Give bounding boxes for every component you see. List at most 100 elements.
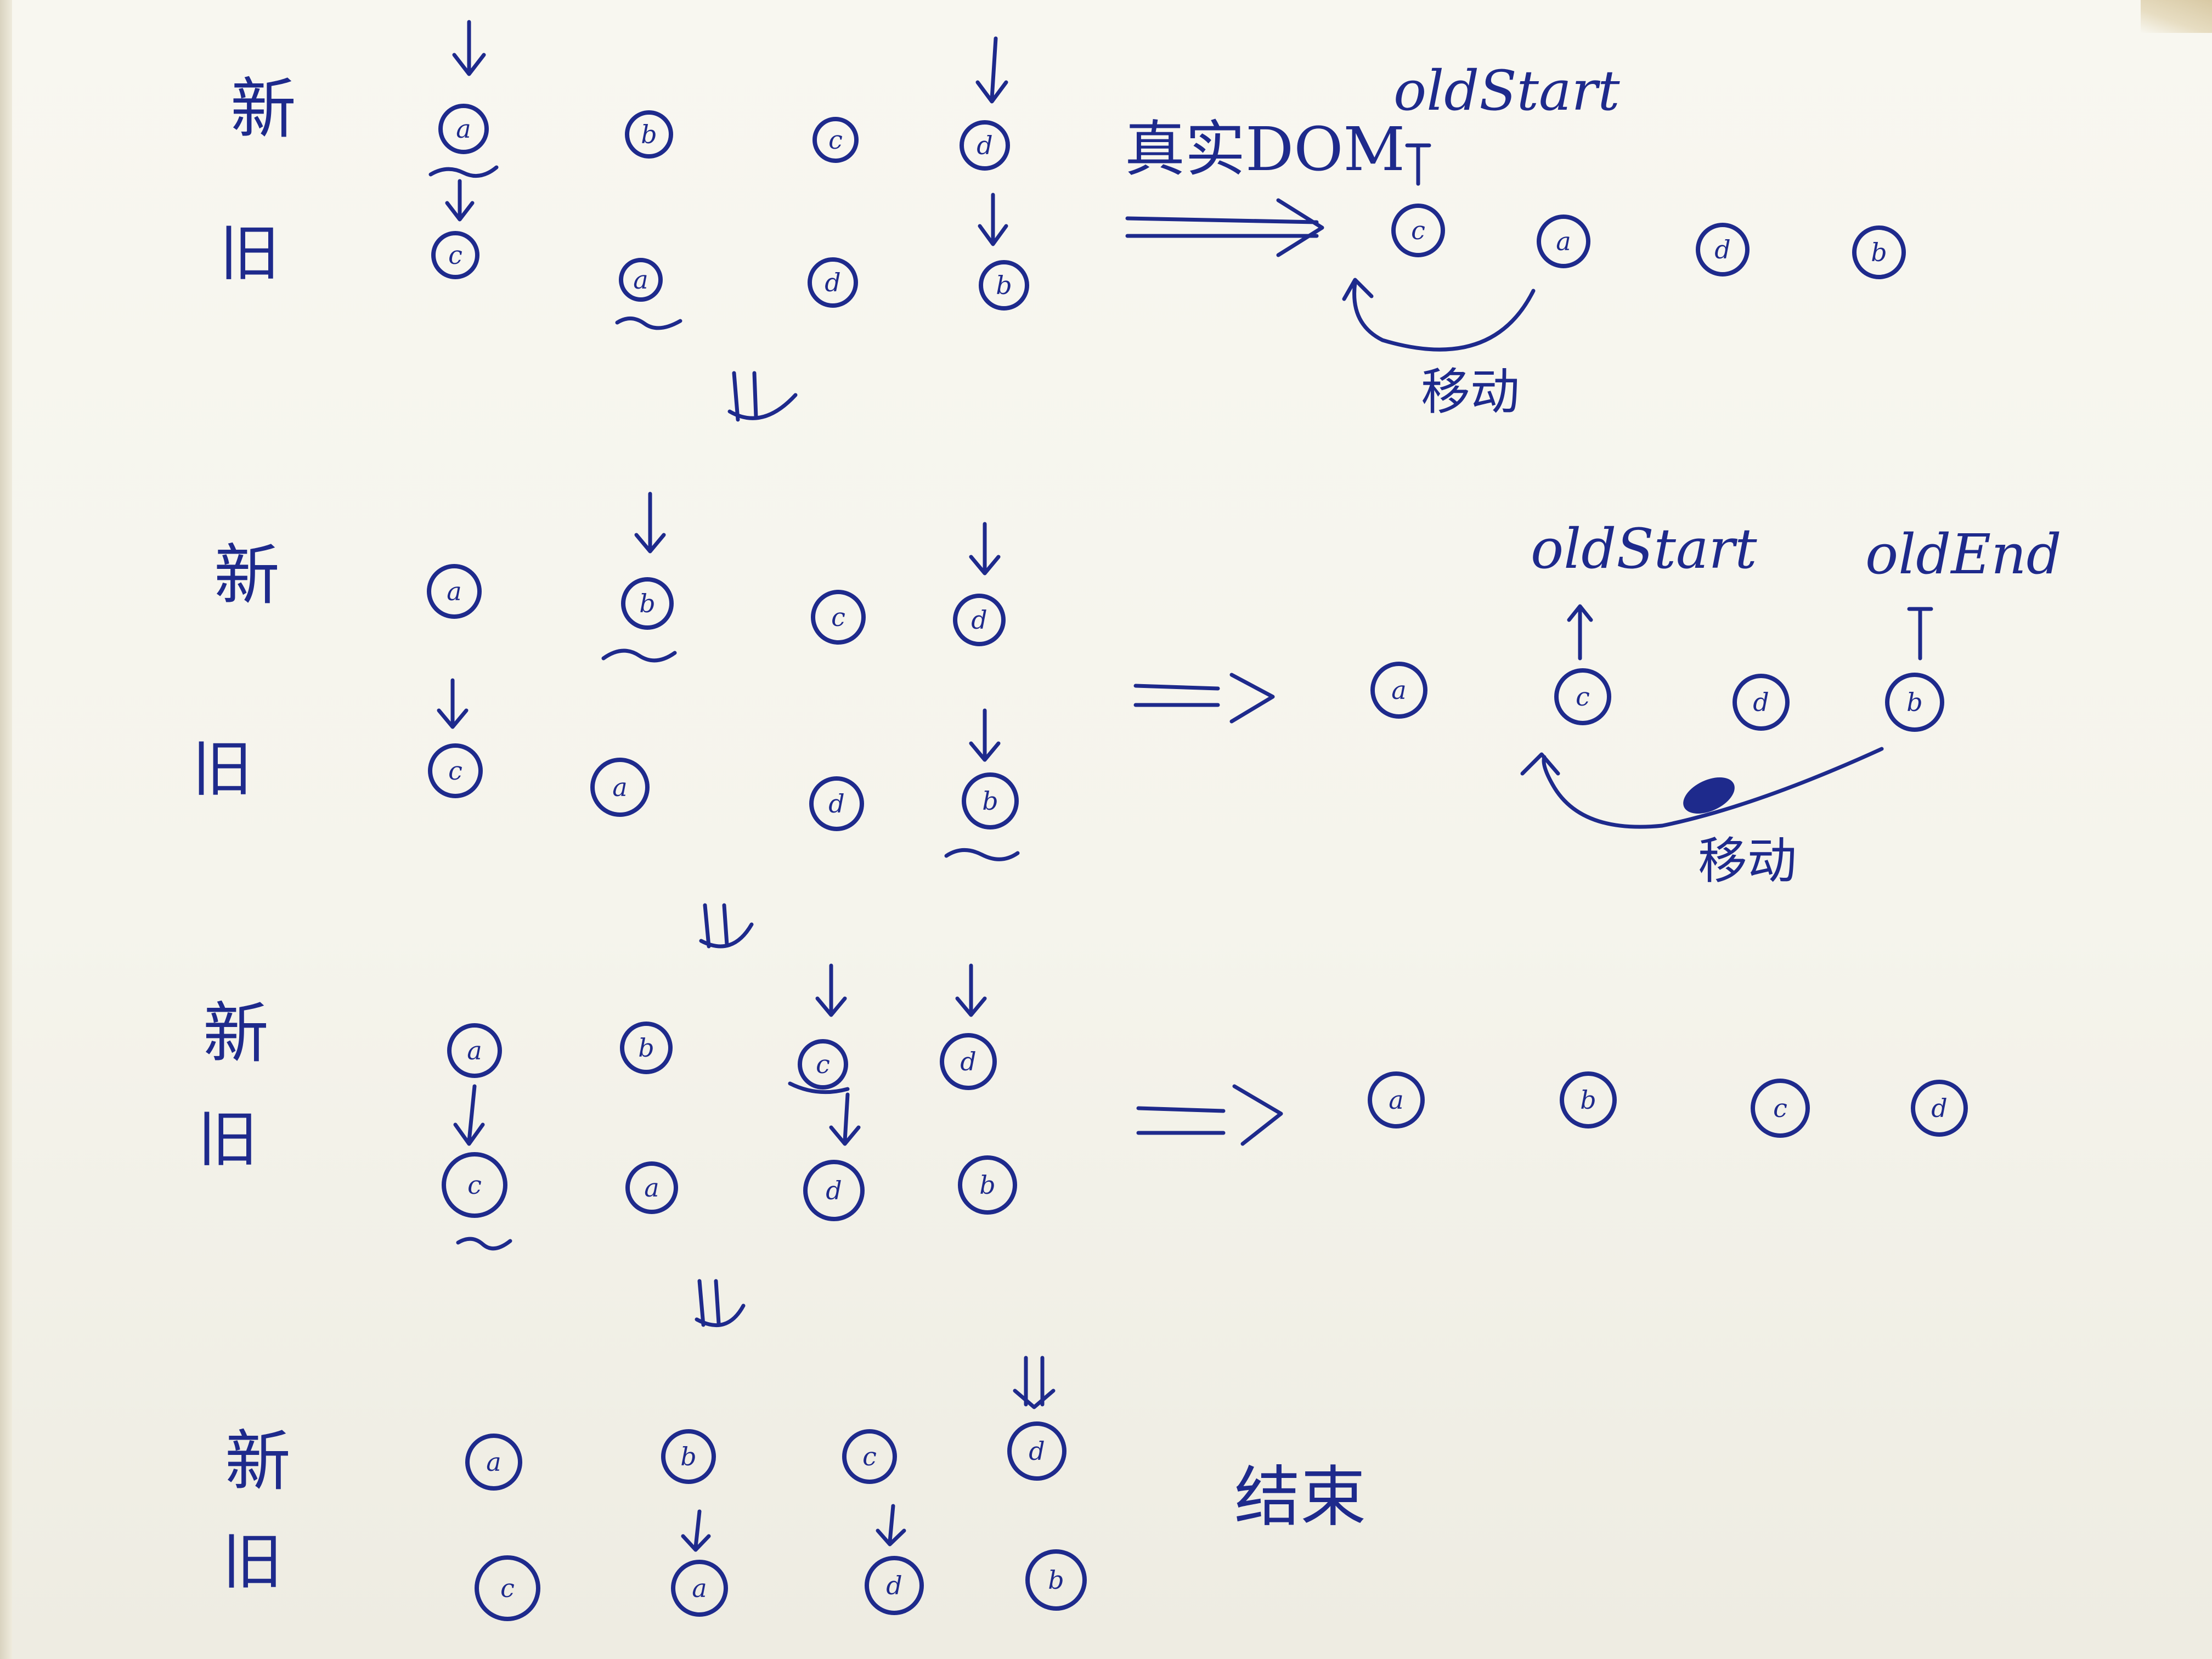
node-letter: a [692, 1573, 707, 1603]
pointer-arrow-icon [978, 193, 1008, 246]
step-2-old-node: c [428, 743, 483, 798]
step-3-old-node: a [625, 1161, 678, 1214]
step-2-old-node: d [809, 776, 864, 831]
node-letter: c [831, 602, 845, 632]
real-dom-node: b [1852, 225, 1906, 279]
node-letter: b [996, 270, 1012, 300]
step-3-new-node: b [620, 1022, 673, 1074]
pointer-arrow-icon [969, 708, 1001, 762]
real-dom-node: c [1751, 1079, 1810, 1138]
move-label: 移动 [1421, 363, 1520, 421]
step-3-old-node: d [803, 1160, 865, 1221]
pointer-arrow-icon [969, 522, 1001, 575]
step-2-old-node: b [962, 772, 1019, 830]
step-3-old-node: b [958, 1155, 1017, 1215]
node-letter: b [1048, 1565, 1064, 1595]
step-2-new-label: 新 [214, 538, 280, 614]
step-4-new-node: b [661, 1429, 716, 1484]
step-4-old-label: 旧 [222, 1527, 283, 1597]
node-letter: d [826, 1176, 842, 1205]
step-down-arrow-icon [695, 1279, 746, 1328]
step-4-old-node: d [865, 1556, 924, 1615]
end-label: 结束 [1234, 1459, 1366, 1536]
node-letter: b [982, 786, 998, 816]
match-squiggle [456, 1237, 512, 1251]
step-2-new-node: d [953, 594, 1006, 646]
step-3-old-label: 旧 [198, 1104, 258, 1175]
step-4-new-node: d [1007, 1421, 1066, 1481]
step-3-new-node: a [447, 1023, 502, 1078]
pointer-arrow-icon [815, 963, 847, 1017]
double-arrow-icon [1133, 673, 1275, 724]
step-3-old-node: c [442, 1152, 507, 1218]
node-letter: b [639, 589, 655, 618]
pointer-arrow-icon [876, 1504, 906, 1547]
node-letter: a [1556, 227, 1571, 256]
real-dom-node: c [1554, 668, 1611, 725]
step-3-new-label: 新 [203, 996, 269, 1072]
step-1-old-node: b [979, 260, 1029, 311]
node-letter: a [644, 1173, 659, 1203]
real-dom-node: d [1911, 1080, 1968, 1137]
step-1-old-node: d [808, 257, 858, 308]
step-2-old-label: 旧 [192, 734, 252, 804]
real-dom-node: d [1696, 223, 1750, 276]
node-letter: a [456, 114, 471, 144]
step-1-old-node: c [431, 231, 479, 279]
node-letter: d [886, 1571, 902, 1600]
pointer-arrow-icon [445, 179, 475, 222]
match-squiggle [428, 165, 499, 178]
node-letter: c [1576, 682, 1590, 712]
step-1-old-node: a [619, 258, 663, 302]
old-start-label: oldStart [1531, 517, 1757, 581]
real-dom-node: b [1885, 673, 1944, 732]
real-dom-node: b [1560, 1071, 1617, 1128]
paper-binding-edge [0, 0, 12, 1659]
node-letter: d [825, 268, 840, 297]
node-letter: d [1753, 687, 1769, 717]
step-1-new-node: b [625, 110, 673, 159]
step-1-new-label: 新 [230, 71, 296, 148]
step-down-arrow-icon [699, 903, 754, 949]
match-squiggle [601, 648, 677, 663]
match-squiggle [788, 1081, 850, 1094]
node-letter: c [816, 1049, 830, 1079]
step-1-new-node: c [812, 117, 859, 163]
pointer-arrow-icon [634, 492, 666, 554]
step-1-old-label: 旧 [219, 218, 280, 289]
node-letter: b [1580, 1085, 1596, 1115]
real-dom-node: d [1733, 674, 1790, 731]
step-1: 新 旧 a b c d c a d b 真实DOM [219, 20, 1906, 422]
node-letter: c [448, 756, 462, 786]
step-4: 新 旧 a b c d c a d b 结束 [222, 1356, 1366, 1621]
pointer-arrow-icon [1013, 1356, 1056, 1409]
step-4-old-node: b [1025, 1549, 1087, 1611]
pointer-arrow-icon [955, 963, 987, 1017]
step-down-arrow-icon [727, 371, 798, 422]
node-letter: a [467, 1036, 482, 1065]
pointer-arrow-icon [452, 20, 486, 76]
node-letter: d [1714, 235, 1730, 264]
step-4-new-node: a [465, 1434, 522, 1491]
pointer-up-icon [1567, 604, 1593, 661]
real-dom-label: 真实DOM [1125, 114, 1405, 184]
node-letter: c [448, 240, 462, 270]
move-arrow-icon [1342, 278, 1536, 352]
double-arrow-icon [1136, 1084, 1283, 1146]
step-1-new-node: d [960, 120, 1010, 171]
node-letter: d [1029, 1436, 1045, 1466]
match-squiggle [615, 317, 682, 330]
node-letter: a [633, 265, 648, 295]
step-2: 新 旧 a b c d c a d b oldStart oldEnd a [192, 492, 2062, 949]
pointer-arrow-icon [975, 36, 1008, 104]
step-3: 新 旧 a b c d c a d b a b c d [198, 963, 1968, 1328]
real-dom-node: c [1391, 204, 1445, 257]
node-letter: b [1871, 238, 1887, 267]
step-3-new-node: d [940, 1033, 997, 1090]
node-letter: c [500, 1573, 515, 1603]
old-end-label: oldEnd [1865, 522, 2062, 586]
move-label: 移动 [1698, 832, 1797, 890]
step-1-new-node: a [438, 104, 489, 154]
node-letter: a [486, 1447, 501, 1477]
